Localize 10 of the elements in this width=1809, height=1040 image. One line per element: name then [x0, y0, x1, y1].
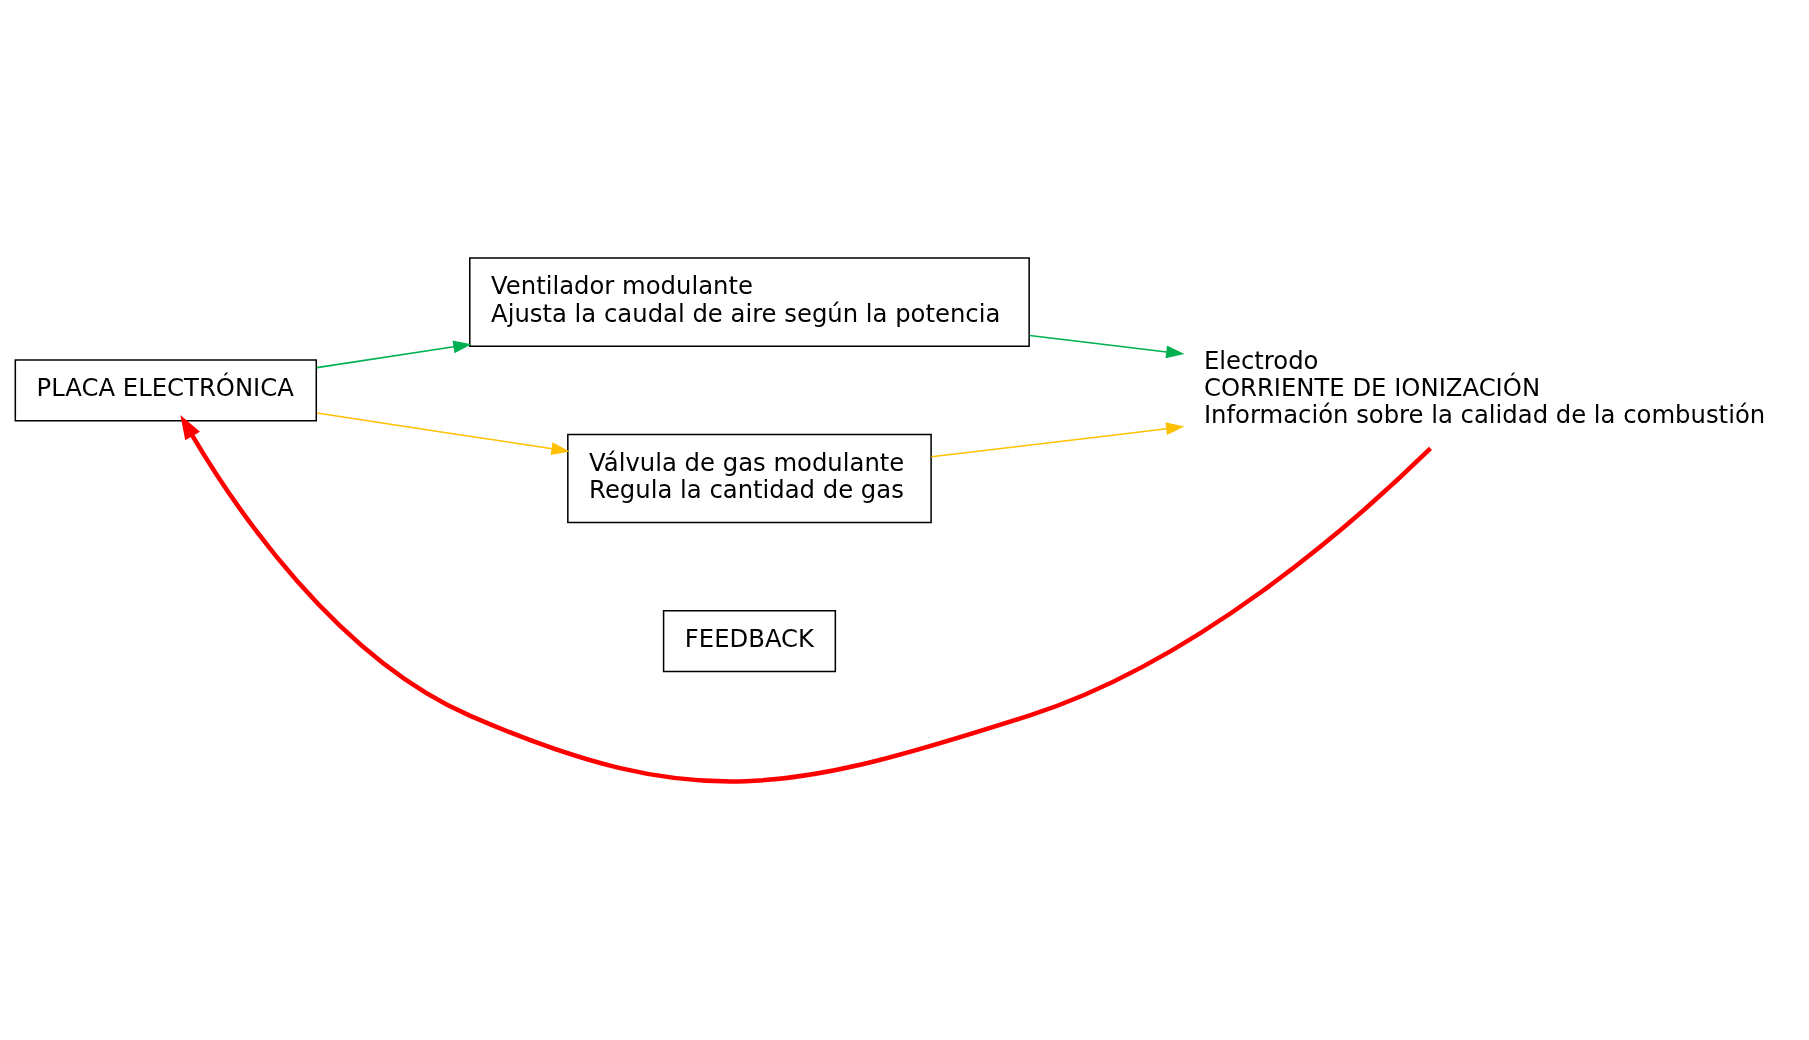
arrow	[316, 412, 570, 455]
arrow	[1028, 334, 1185, 359]
node-box: PLACA ELECTRÓNICA	[14, 359, 318, 422]
arrow	[930, 422, 1185, 458]
node-text: Electrodo CORRIENTE DE IONIZACIÓN Información sobre la calidad de la combustión	[1203, 345, 1766, 430]
node-box: FEEDBACK	[662, 609, 837, 673]
node-box: Ventilador modulante Ajusta la caudal de aire según la potencia	[469, 257, 1030, 347]
arrow	[180, 414, 1433, 784]
arrow	[316, 340, 472, 369]
node-box: Válvula de gas modulante Regula la cantidad de gas	[567, 433, 932, 524]
